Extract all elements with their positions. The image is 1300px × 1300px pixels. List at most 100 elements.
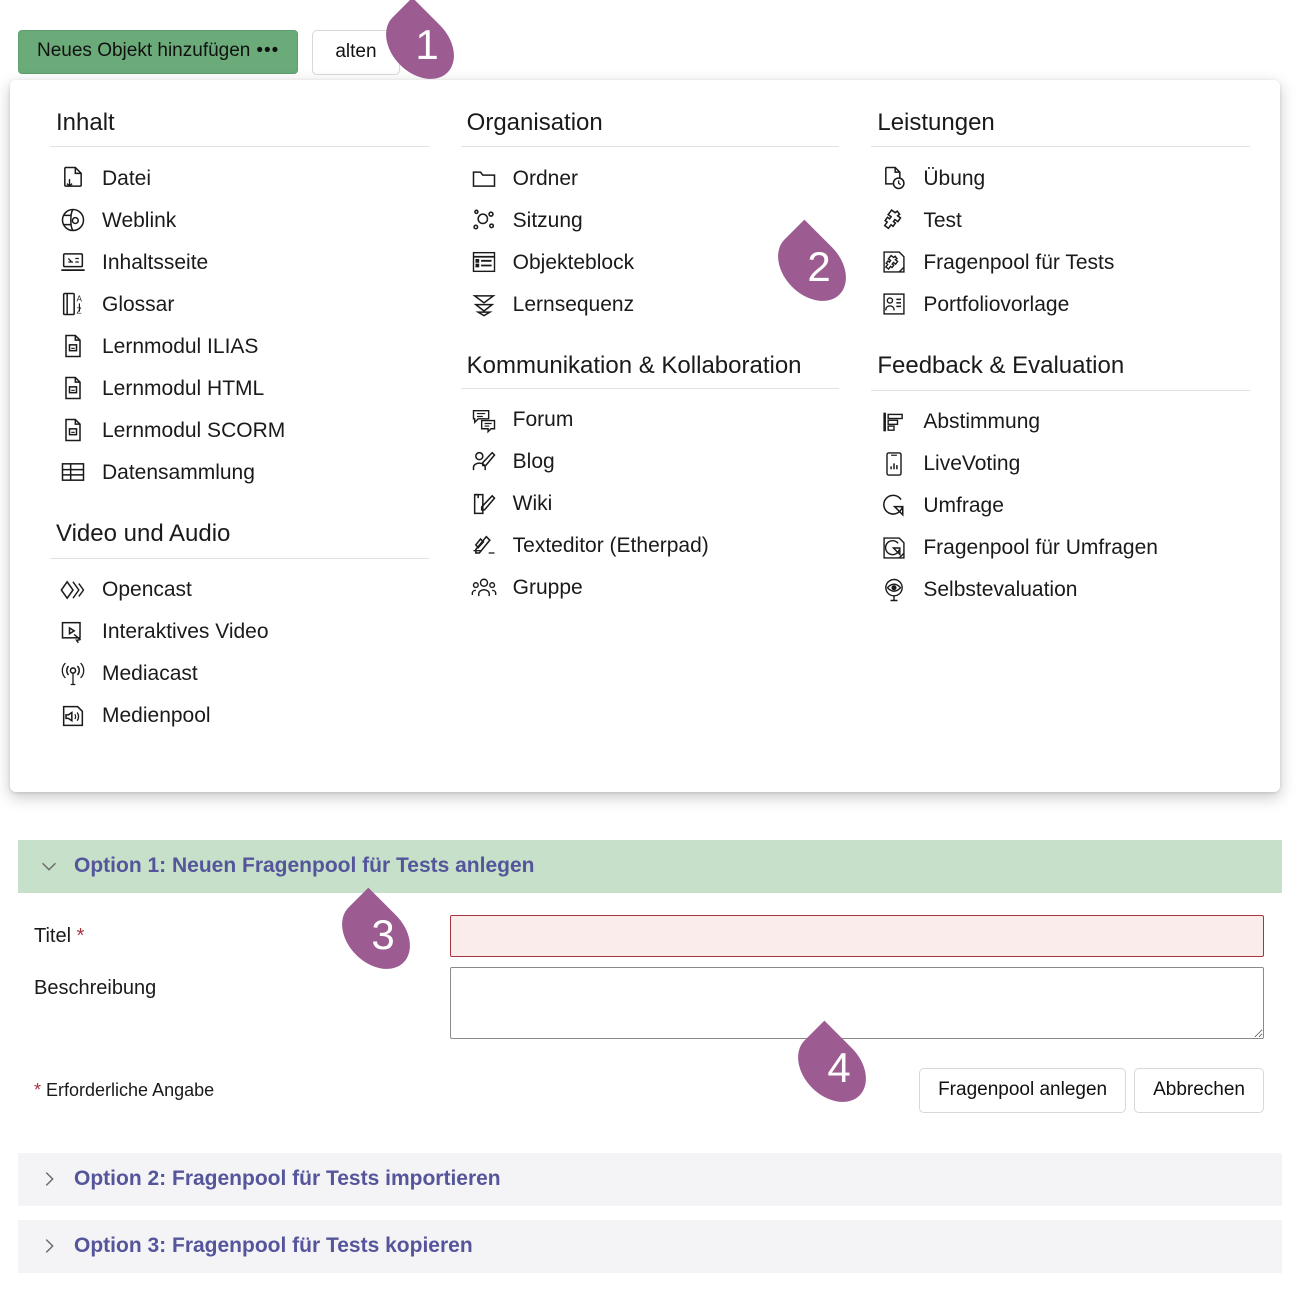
ellipsis-icon: ••• xyxy=(256,40,280,61)
group-title-organisation: Organisation xyxy=(460,108,840,148)
required-asterisk: * xyxy=(76,925,85,947)
panel-column-organisation: Organisation Ordner Sitzung Objektebl xyxy=(460,108,840,737)
menu-item-label: Opencast xyxy=(102,577,192,601)
live-voting-phone-icon xyxy=(879,449,909,479)
menu-item-lernmodul-scorm[interactable]: Lernmodul SCORM xyxy=(50,409,429,451)
menu-item-gruppe[interactable]: Gruppe xyxy=(461,567,840,609)
menu-item-medienpool[interactable]: Medienpool xyxy=(50,695,429,737)
table-grid-icon xyxy=(58,457,88,487)
speaker-sound-icon xyxy=(58,701,88,731)
menu-item-interaktives-video[interactable]: Interaktives Video xyxy=(50,611,429,653)
folder-icon xyxy=(469,163,499,193)
question-pool-tests-icon xyxy=(879,247,909,277)
form-footer: * Erforderliche Angabe Fragenpool anlege… xyxy=(18,1054,1282,1113)
learning-module-icon xyxy=(58,415,88,445)
menu-item-blog[interactable]: Blog xyxy=(461,441,840,483)
menu-item-sitzung[interactable]: Sitzung xyxy=(461,199,840,241)
required-note: * Erforderliche Angabe xyxy=(34,1080,214,1101)
cancel-button[interactable]: Abbrechen xyxy=(1134,1068,1264,1113)
chevron-down-icon xyxy=(38,855,60,877)
callout-number: 2 xyxy=(807,243,831,290)
menu-item-label: Übung xyxy=(923,166,986,190)
menu-item-mediacast[interactable]: Mediacast xyxy=(50,653,429,695)
menu-item-label: Selbstevaluation xyxy=(923,577,1078,601)
menu-item-texteditor-etherpad[interactable]: Texteditor (Etherpad) xyxy=(461,525,840,567)
session-nodes-icon xyxy=(469,205,499,235)
learning-sequence-chevrons-icon xyxy=(469,289,499,319)
menu-item-lernmodul-html[interactable]: Lernmodul HTML xyxy=(50,367,429,409)
title-input[interactable] xyxy=(450,915,1264,957)
menu-item-label: Datensammlung xyxy=(102,460,255,484)
menu-item-label: Lernmodul HTML xyxy=(102,376,265,400)
creation-options-accordion: Option 1: Neuen Fragenpool für Tests anl… xyxy=(18,840,1282,1273)
description-textarea[interactable] xyxy=(450,967,1264,1039)
menu-item-datei[interactable]: Datei xyxy=(50,157,429,199)
menu-item-selbstevaluation[interactable]: Selbstevaluation xyxy=(871,569,1250,611)
add-new-object-button[interactable]: Neues Objekt hinzufügen••• xyxy=(18,30,299,74)
menu-item-opencast[interactable]: Opencast xyxy=(50,569,429,611)
accordion-header-label: Option 1: Neuen Fragenpool für Tests anl… xyxy=(74,854,535,877)
group-people-icon xyxy=(469,573,499,603)
menu-item-label: Test xyxy=(923,208,962,232)
menu-item-objekteblock[interactable]: Objekteblock xyxy=(461,241,840,283)
menu-item-label: Medienpool xyxy=(102,703,211,727)
self-evaluation-eye-icon xyxy=(879,575,909,605)
accordion-header-option-2[interactable]: Option 2: Fragenpool für Tests importier… xyxy=(18,1153,1282,1206)
menu-item-portfoliovorlage[interactable]: Portfoliovorlage xyxy=(871,283,1250,325)
group-title-kommunikation-kollaboration: Kommunikation & Kollaboration xyxy=(460,351,840,389)
menu-item-label: Objekteblock xyxy=(512,250,635,274)
menu-item-inhaltsseite[interactable]: Inhaltsseite xyxy=(50,241,429,283)
group-title-feedback-evaluation: Feedback & Evaluation xyxy=(871,351,1251,391)
create-question-pool-button[interactable]: Fragenpool anlegen xyxy=(919,1068,1127,1113)
menu-item-lernsequenz[interactable]: Lernsequenz xyxy=(461,283,840,325)
puzzle-piece-icon xyxy=(879,205,909,235)
menu-item-label: Texteditor (Etherpad) xyxy=(512,533,709,557)
menu-item-ordner[interactable]: Ordner xyxy=(461,157,840,199)
menu-item-label: Sitzung xyxy=(512,208,583,232)
interactive-video-icon xyxy=(58,617,88,647)
menu-item-fragenpool-fuer-umfragen[interactable]: Fragenpool für Umfragen xyxy=(871,527,1250,569)
menu-item-wiki[interactable]: Wiki xyxy=(461,483,840,525)
menu-item-livevoting[interactable]: LiveVoting xyxy=(871,443,1250,485)
accordion-header-label: Option 3: Fragenpool für Tests kopieren xyxy=(74,1234,473,1257)
exercise-clock-icon xyxy=(879,163,909,193)
group-feedback-evaluation: Feedback & Evaluation Abstimmung LiveVot… xyxy=(871,351,1251,611)
menu-item-abstimmung[interactable]: Abstimmung xyxy=(871,401,1250,443)
menu-item-uebung[interactable]: Übung xyxy=(871,157,1250,199)
accordion-header-option-1[interactable]: Option 1: Neuen Fragenpool für Tests anl… xyxy=(18,840,1282,893)
menu-item-datensammlung[interactable]: Datensammlung xyxy=(50,451,429,493)
menu-item-weblink[interactable]: Weblink xyxy=(50,199,429,241)
learning-module-icon xyxy=(58,331,88,361)
broadcast-antenna-icon xyxy=(58,659,88,689)
panel-columns: Inhalt Datei Weblink Inhaltsseite xyxy=(10,80,1280,737)
menu-item-label: Inhaltsseite xyxy=(102,250,209,274)
menu-item-lernmodul-ilias[interactable]: Lernmodul ILIAS xyxy=(50,325,429,367)
etherpad-pencil-icon xyxy=(469,531,499,561)
toolbar: Neues Objekt hinzufügen••• alten xyxy=(18,30,400,75)
panel-column-content: Inhalt Datei Weblink Inhaltsseite xyxy=(50,108,429,737)
label-titel: Titel * xyxy=(18,915,450,948)
menu-item-label: Glossar xyxy=(102,292,175,316)
menu-item-umfrage[interactable]: Umfrage xyxy=(871,485,1250,527)
content-page-icon xyxy=(58,247,88,277)
menu-item-test[interactable]: Test xyxy=(871,199,1250,241)
callout-marker-2: 2 xyxy=(758,219,866,315)
group-title-video-und-audio: Video und Audio xyxy=(50,519,429,559)
accordion-header-label: Option 2: Fragenpool für Tests importier… xyxy=(74,1167,501,1190)
menu-item-label: Lernmodul ILIAS xyxy=(102,334,259,358)
learning-module-icon xyxy=(58,373,88,403)
accordion-body-option-1: Titel * Beschreibung * Erforderliche Ang… xyxy=(18,893,1282,1139)
menu-item-label: Lernsequenz xyxy=(512,292,635,316)
menu-item-label: Blog xyxy=(512,449,555,473)
accordion-header-option-3[interactable]: Option 3: Fragenpool für Tests kopieren xyxy=(18,1220,1282,1273)
menu-item-label: Fragenpool für Tests xyxy=(923,250,1115,274)
chevron-right-icon xyxy=(38,1235,60,1257)
menu-item-fragenpool-fuer-tests[interactable]: Fragenpool für Tests xyxy=(871,241,1250,283)
svg-text:A: A xyxy=(77,295,83,304)
question-pool-surveys-icon xyxy=(879,533,909,563)
menu-item-forum[interactable]: Forum xyxy=(461,399,840,441)
form-row-beschreibung: Beschreibung xyxy=(18,967,1282,1044)
add-new-object-label: Neues Objekt hinzufügen xyxy=(37,40,251,61)
group-video-und-audio: Video und Audio Opencast Interaktives Vi… xyxy=(50,519,429,736)
